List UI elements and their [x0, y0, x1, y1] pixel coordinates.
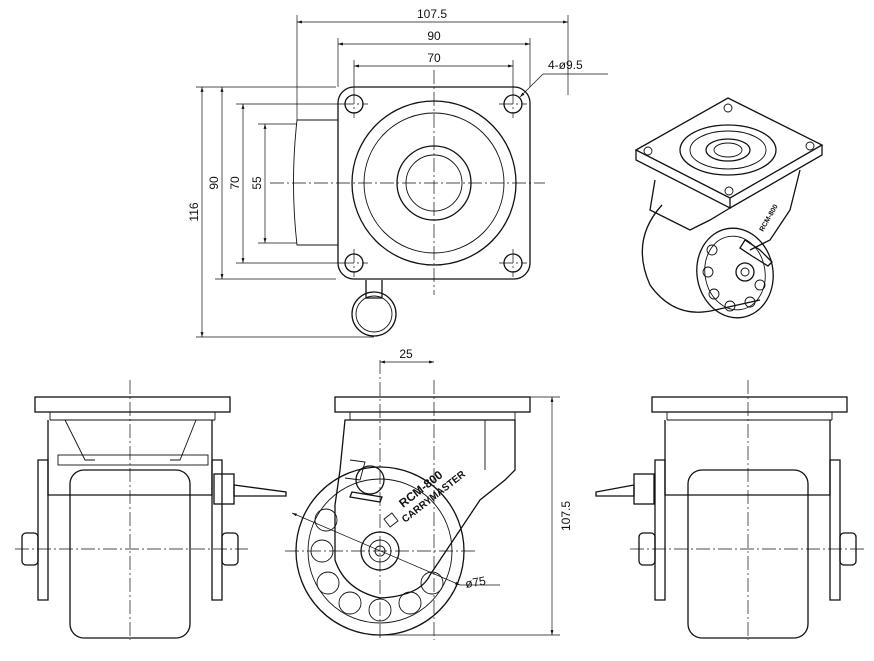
dim-top-overall: 107.5	[417, 7, 447, 21]
dim-left-holes: 70	[228, 176, 242, 190]
front-plate	[34, 396, 231, 413]
dim-top-plate: 90	[427, 29, 441, 43]
dim-top-holes: 70	[427, 51, 441, 65]
lock-tab	[365, 280, 383, 299]
dim-left-overall: 116	[187, 202, 201, 221]
lock-ring-inner	[355, 295, 393, 333]
top-wheel-silhouette	[293, 119, 339, 246]
dim-left-inner: 55	[250, 176, 264, 190]
top-dimensions: 107.5 90 70 4-ø9.5	[296, 7, 608, 120]
left-dimensions: 116 90 70 55	[187, 86, 374, 338]
side-dimensions: 25 107.5 ø75	[291, 347, 573, 636]
dim-offset: 25	[399, 347, 413, 361]
dim-overall-height: 107.5	[559, 501, 573, 531]
side-view: RCM-800 CARRYMASTER	[285, 360, 531, 640]
wheel-spoke-holes	[310, 508, 444, 622]
iso-model-label: RCM-800	[759, 203, 780, 233]
rear-view	[595, 380, 866, 640]
rear-plate	[651, 396, 848, 413]
dim-wheel-diameter: ø75	[464, 574, 487, 591]
top-view	[270, 70, 545, 337]
dim-left-plate: 90	[207, 176, 221, 190]
side-plate	[334, 396, 531, 413]
isometric-view: RCM-800	[634, 97, 824, 319]
rear-fork	[664, 420, 831, 496]
lock-ring-outer	[351, 291, 397, 337]
dim-holes: 4-ø9.5	[548, 58, 583, 72]
front-view	[15, 380, 287, 640]
